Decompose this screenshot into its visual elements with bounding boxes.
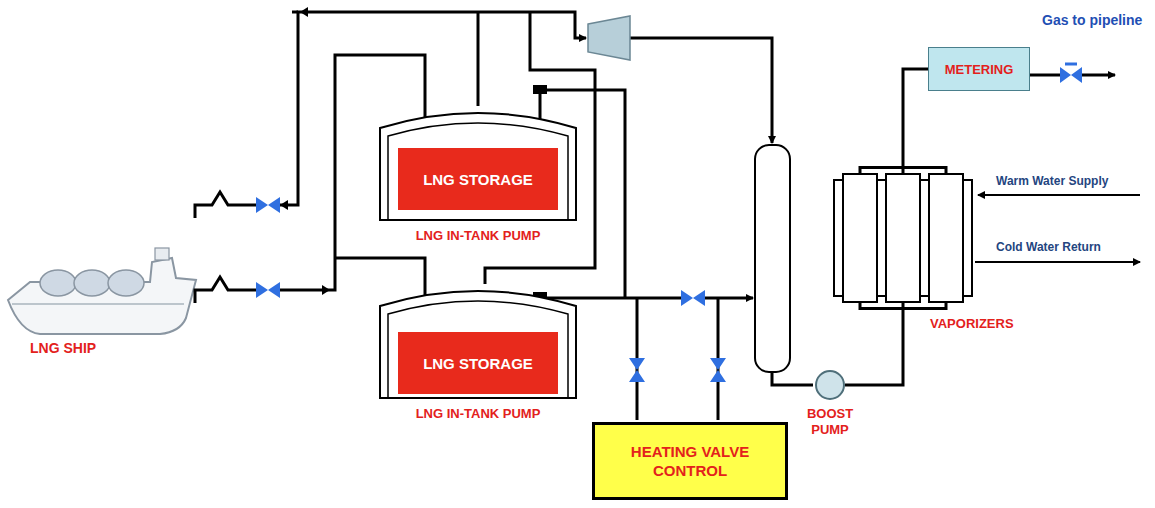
node-label: LNG STORAGE <box>423 355 533 372</box>
ship-label: LNG SHIP <box>30 340 96 356</box>
lng-ship <box>8 248 196 334</box>
boost-pump: BOOST PUMP <box>815 370 845 400</box>
pipeline-label: Gas to pipeline <box>1042 12 1142 28</box>
node-label: VAPORIZERS <box>930 316 1014 331</box>
node-label: HEATING VALVE CONTROL <box>615 442 765 481</box>
vaporizer-tubes <box>833 166 973 310</box>
node-label: METERING <box>945 62 1014 77</box>
storage-tank: LNG IN-TANK PUMPLNG STORAGE <box>378 104 578 222</box>
pipe-connector <box>845 310 903 385</box>
arrow-head <box>280 200 288 210</box>
pipe <box>280 12 1140 420</box>
storage-tank: LNG IN-TANK PUMPLNG STORAGE <box>378 282 578 400</box>
loading-arm <box>195 192 258 303</box>
arrow-head <box>322 285 330 295</box>
pump-head <box>533 85 547 94</box>
storage-box: LNG STORAGE <box>398 332 558 394</box>
metering-box: METERING <box>928 47 1030 91</box>
control-box: HEATING VALVE CONTROL <box>592 422 788 500</box>
arrow-head <box>300 7 308 17</box>
recondenser-column <box>755 145 790 372</box>
vaporizer-bank: VAPORIZERS <box>833 166 973 310</box>
node-label: LNG STORAGE <box>423 171 533 188</box>
node-label: BOOST PUMP <box>799 406 861 437</box>
node-label: LNG IN-TANK PUMP <box>416 228 541 243</box>
pipe-connector <box>903 69 928 166</box>
water-label: Warm Water Supply <box>996 174 1108 188</box>
compressor <box>588 16 630 60</box>
node-label: LNG IN-TANK PUMP <box>416 406 541 421</box>
storage-box: LNG STORAGE <box>398 148 558 210</box>
water-label: Cold Water Return <box>996 240 1101 254</box>
